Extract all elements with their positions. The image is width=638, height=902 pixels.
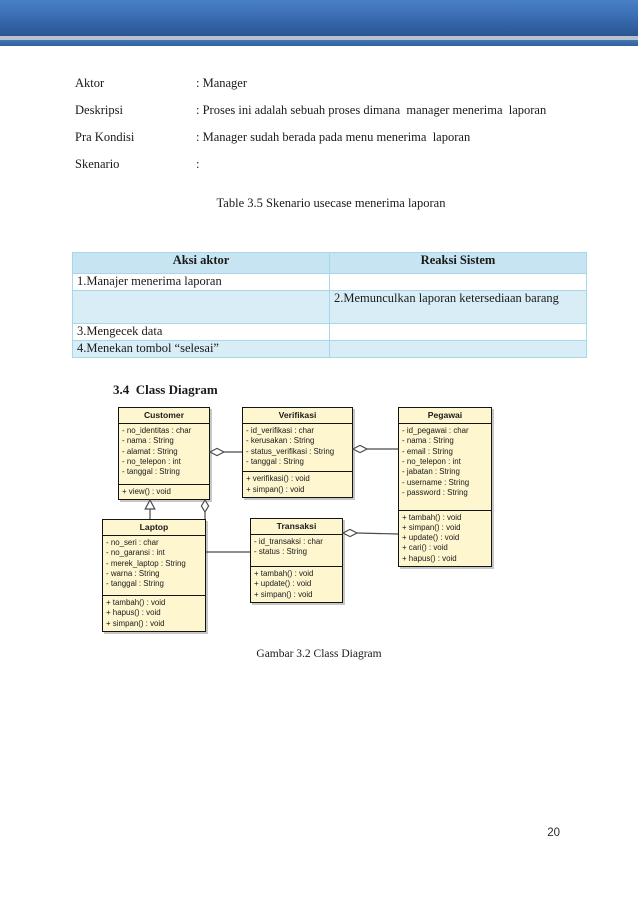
definition-row: Aktor : Manager xyxy=(75,70,575,97)
uml-methods: + tambah() : void + update() : void + si… xyxy=(254,569,314,599)
diagram-caption: Gambar 3.2 Class Diagram xyxy=(256,648,382,660)
table-cell xyxy=(329,340,587,358)
definition-value: : Proses ini adalah sebuah proses dimana… xyxy=(196,103,547,117)
definition-value: : xyxy=(196,157,200,171)
uml-methods: + tambah() : void + simpan() : void + up… xyxy=(402,512,462,563)
table-cell: 4.Menekan tombol “selesai” xyxy=(72,340,330,358)
uml-class-pegawai: Pegawai - id_pegawai : char - nama : Str… xyxy=(398,407,492,567)
uml-class-title: Verifikasi xyxy=(243,408,352,425)
table-row: 2.Memunculkan laporan ketersediaan baran… xyxy=(72,290,587,324)
table-cell: 2.Memunculkan laporan ketersediaan baran… xyxy=(329,290,587,324)
uml-methods: + tambah() : void + hapus() : void + sim… xyxy=(106,598,166,628)
aggregation-customer-verifikasi xyxy=(208,447,242,457)
table-row: 1.Manajer menerima laporan xyxy=(72,273,587,291)
table-header-cell: Reaksi Sistem xyxy=(329,252,587,274)
uml-class-customer: Customer - no_identitas : char - nama : … xyxy=(118,407,210,500)
definition-value: : Manager sudah berada pada menu menerim… xyxy=(196,130,471,144)
definition-row: Pra Kondisi : Manager sudah berada pada … xyxy=(75,124,575,151)
uml-class-title: Transaksi xyxy=(251,519,342,536)
definition-label: Skenario xyxy=(75,157,120,171)
page-number: 20 xyxy=(547,827,560,839)
section-heading: 3.4 Class Diagram xyxy=(113,382,218,397)
scenario-table: Aksi aktor Reaksi Sistem 1.Manajer mener… xyxy=(72,252,587,358)
generalization-laptop-customer xyxy=(144,498,156,519)
uml-attributes: - id_verifikasi : char - kerusakan : Str… xyxy=(243,424,352,473)
table-cell: 1.Manajer menerima laporan xyxy=(72,273,330,291)
table-cell: 3.Mengecek data xyxy=(72,323,330,341)
header-stripe-silver xyxy=(0,36,638,40)
uml-class-title: Pegawai xyxy=(399,408,491,425)
uml-attributes: - id_transaksi : char - status : String xyxy=(251,535,342,568)
table-header-row: Aksi aktor Reaksi Sistem xyxy=(72,252,587,274)
uml-attributes: - no_seri : char - no_garansi : int - me… xyxy=(103,536,205,597)
definition-label: Pra Kondisi xyxy=(75,130,135,144)
definition-value: : Manager xyxy=(196,76,248,90)
uml-class-verifikasi: Verifikasi - id_verifikasi : char - keru… xyxy=(242,407,353,498)
uml-class-title: Laptop xyxy=(103,520,205,537)
uml-class-title: Customer xyxy=(119,408,209,425)
table-header-cell: Aksi aktor xyxy=(72,252,330,274)
definition-row: Deskripsi : Proses ini adalah sebuah pro… xyxy=(75,97,575,124)
definition-label: Deskripsi xyxy=(75,103,123,117)
table-cell xyxy=(72,290,330,324)
aggregation-customer-laptop xyxy=(200,498,210,519)
table-caption: Table 3.5 Skenario usecase menerima lapo… xyxy=(216,196,446,210)
uml-methods: + verifikasi() : void + simpan() : void xyxy=(246,474,310,494)
uml-attributes: - no_identitas : char - nama : String - … xyxy=(119,424,209,485)
uml-methods: + view() : void xyxy=(122,486,171,496)
definition-block: Aktor : Manager Deskripsi : Proses ini a… xyxy=(75,70,575,178)
header-banner xyxy=(0,0,638,36)
uml-class-transaksi: Transaksi - id_transaksi : char - status… xyxy=(250,518,343,603)
aggregation-transaksi-pegawai xyxy=(341,528,399,538)
aggregation-verifikasi-pegawai xyxy=(351,444,398,454)
table-cell xyxy=(329,273,587,291)
header-stripe-blue xyxy=(0,40,638,46)
definition-label: Aktor xyxy=(75,76,105,90)
uml-class-laptop: Laptop - no_seri : char - no_garansi : i… xyxy=(102,519,206,632)
table-row: 4.Menekan tombol “selesai” xyxy=(72,340,587,358)
table-row: 3.Mengecek data xyxy=(72,323,587,341)
definition-row: Skenario : xyxy=(75,151,575,178)
table-cell xyxy=(329,323,587,341)
uml-attributes: - id_pegawai : char - nama : String - em… xyxy=(399,424,491,511)
